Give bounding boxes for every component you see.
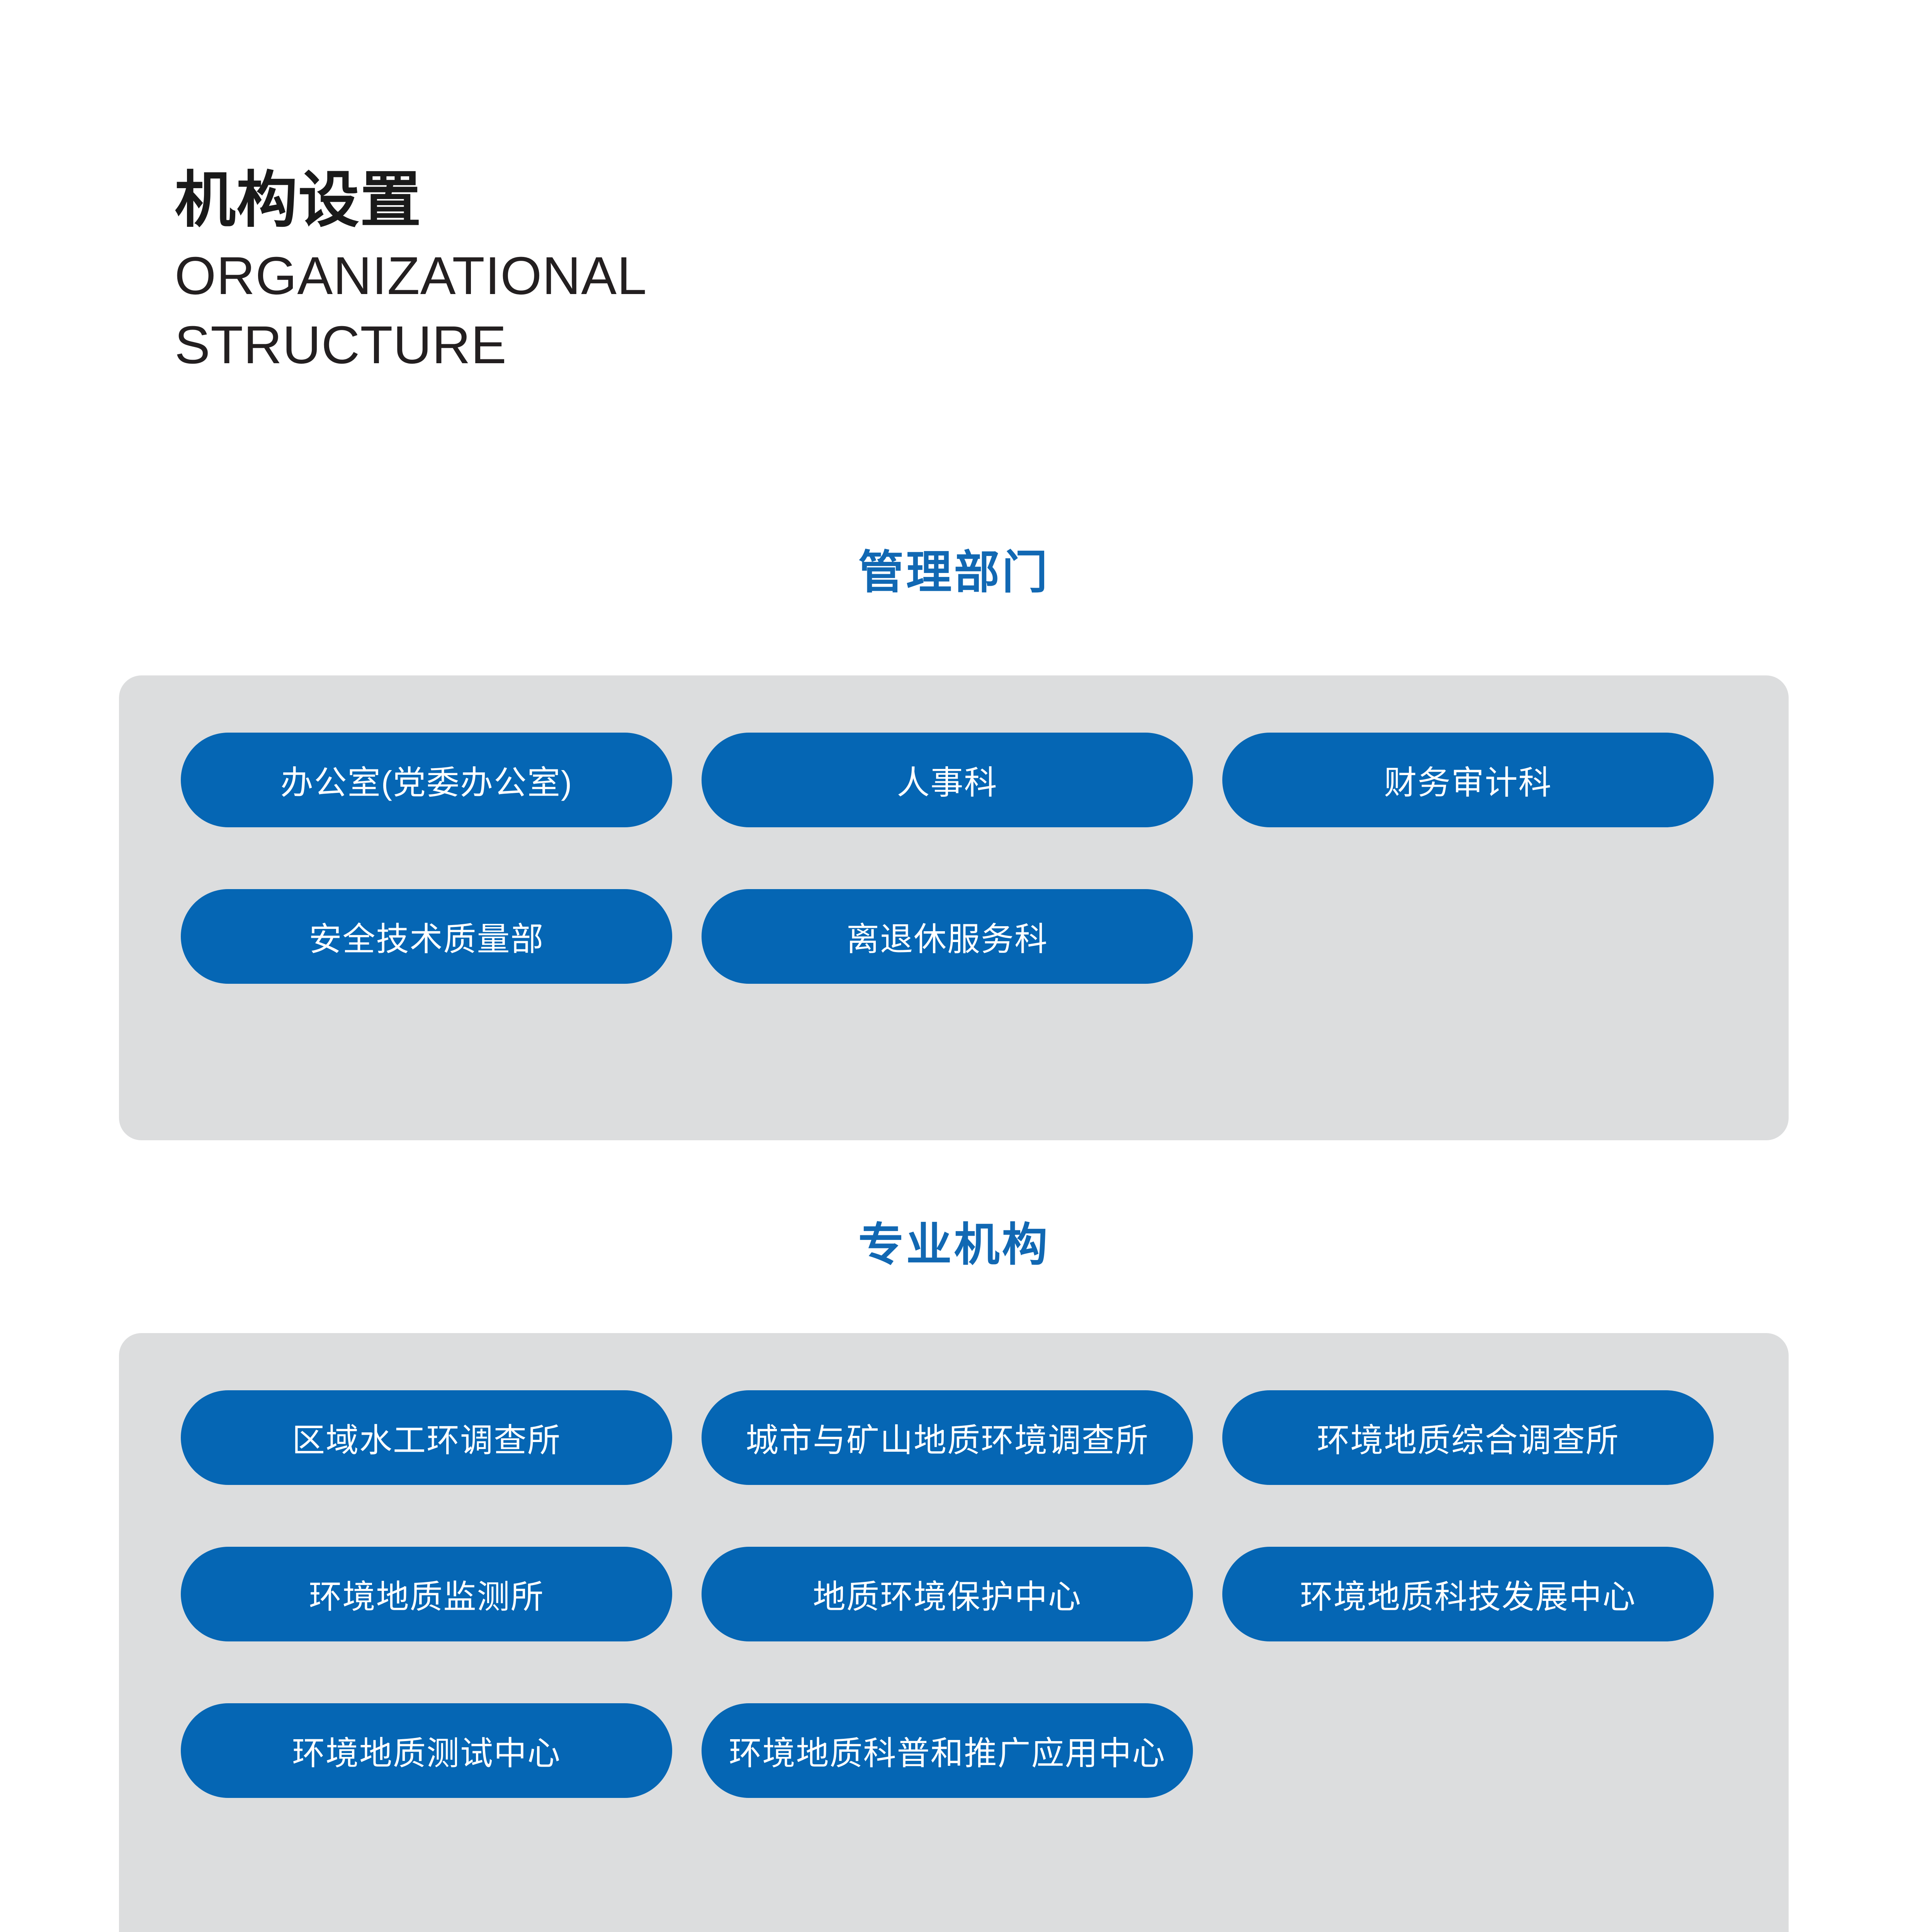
dept-pill-office[interactable]: 办公室(党委办公室) [181,733,672,827]
inst-pill-env-geo-monitoring[interactable]: 环境地质监测所 [181,1547,672,1641]
pill-row: 环境地质测试中心 环境地质科普和推广应用中心 [181,1703,1789,1798]
inst-pill-env-geo-testing-center[interactable]: 环境地质测试中心 [181,1703,672,1798]
dept-pill-personnel[interactable]: 人事科 [702,733,1193,827]
section-heading-management: 管理部门 [858,547,1050,598]
inst-pill-env-geo-popularization-center[interactable]: 环境地质科普和推广应用中心 [702,1703,1193,1798]
inst-pill-regional-hydro-eng-env-survey[interactable]: 区域水工环调查所 [181,1390,672,1485]
page-header: 机构设置 ORGANIZATIONAL STRUCTURE [175,166,1102,380]
inst-pill-urban-mine-geo-env-survey[interactable]: 城市与矿山地质环境调查所 [702,1390,1193,1485]
page-title-en-line2: STRUCTURE [175,315,507,375]
inst-pill-geo-env-protection-center[interactable]: 地质环境保护中心 [702,1547,1193,1641]
page-title-en: ORGANIZATIONAL STRUCTURE [175,242,1102,380]
inst-pill-env-geo-comprehensive-survey[interactable]: 环境地质综合调查所 [1222,1390,1714,1485]
panel-professional: 区域水工环调查所 城市与矿山地质环境调查所 环境地质综合调查所 环境地质监测所 … [119,1333,1789,1932]
pill-row: 办公室(党委办公室) 人事科 财务审计科 [181,733,1789,827]
pill-row: 安全技术质量部 离退休服务科 [181,889,1789,984]
dept-pill-safety-tech-quality[interactable]: 安全技术质量部 [181,889,672,984]
dept-pill-finance-audit[interactable]: 财务审计科 [1222,733,1714,827]
page-title-en-line1: ORGANIZATIONAL [175,246,647,306]
panel-management: 办公室(党委办公室) 人事科 财务审计科 安全技术质量部 离退休服务科 [119,675,1789,1140]
dept-pill-retiree-service[interactable]: 离退休服务科 [702,889,1193,984]
pill-row: 环境地质监测所 地质环境保护中心 环境地质科技发展中心 [181,1547,1789,1641]
inst-pill-env-geo-tech-development-center[interactable]: 环境地质科技发展中心 [1222,1547,1714,1641]
section-heading-professional: 专业机构 [858,1219,1050,1270]
page-title-cn: 机构设置 [175,166,422,234]
pill-row: 区域水工环调查所 城市与矿山地质环境调查所 环境地质综合调查所 [181,1390,1789,1485]
